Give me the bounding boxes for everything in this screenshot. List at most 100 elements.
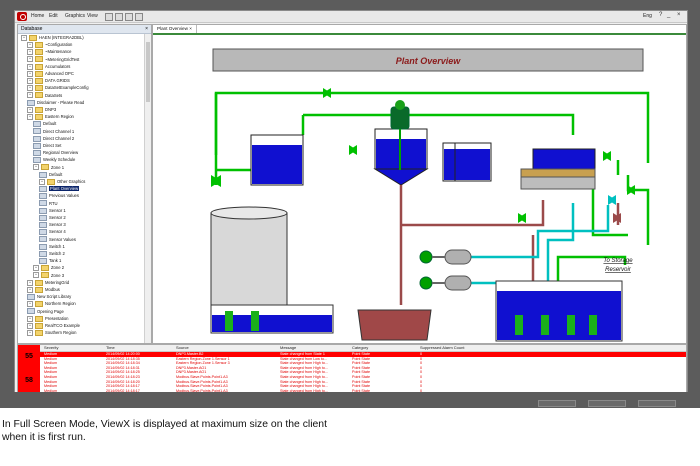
valve-2[interactable] xyxy=(323,88,331,98)
tree-item[interactable]: Default xyxy=(33,120,56,128)
tree-item[interactable]: +DATA GRIDS xyxy=(27,77,70,85)
valve-5[interactable] xyxy=(603,151,611,161)
tree-item[interactable]: +DataSets xyxy=(27,92,62,99)
panel-close-icon[interactable]: × xyxy=(145,26,148,32)
menu-view[interactable]: View xyxy=(87,13,98,19)
pump-2-icon[interactable] xyxy=(251,311,259,331)
expand-icon[interactable]: + xyxy=(27,322,33,329)
expand-icon[interactable]: + xyxy=(27,42,33,49)
app-logo-icon[interactable] xyxy=(17,12,27,21)
alarm-column-header[interactable]: Time xyxy=(106,345,115,350)
tab-plant-overview[interactable]: Plant Overview × xyxy=(153,25,197,33)
alarm-column-header[interactable]: Severity xyxy=(44,345,59,350)
pump-6-icon[interactable] xyxy=(589,315,597,335)
tree-item[interactable]: +~Configuration xyxy=(27,41,72,49)
tree-item[interactable]: Regional Overview xyxy=(33,149,78,157)
tree-item[interactable]: Switch 2 xyxy=(39,250,65,257)
home-icon[interactable] xyxy=(125,13,133,21)
tree-item[interactable]: New Script Library xyxy=(27,293,71,301)
tree-item[interactable]: +DNP3 xyxy=(27,106,56,113)
tree-item[interactable]: Switch 1 xyxy=(39,243,65,250)
tree-item[interactable]: +Advanced OPC xyxy=(27,70,74,77)
tree-item[interactable]: Tank 1 xyxy=(39,257,61,265)
tree-item[interactable]: +Accumulators xyxy=(27,63,70,70)
tree-item[interactable]: Disclaimer - Please Read xyxy=(27,99,84,106)
valve-4[interactable] xyxy=(518,213,526,223)
menu-graphics[interactable]: Graphics xyxy=(65,13,86,19)
tree-item[interactable]: +Eastern Region xyxy=(27,113,74,121)
tree-item[interactable]: Previous Values xyxy=(39,192,79,200)
expand-icon[interactable]: + xyxy=(27,279,33,286)
expand-icon[interactable]: + xyxy=(33,164,39,171)
tree-item[interactable]: Direct Set xyxy=(33,142,61,149)
tree-item[interactable]: +HAEN (INTEGRA2DBL) xyxy=(21,34,84,41)
menu-edit[interactable]: Edit xyxy=(49,13,58,19)
tree-item[interactable]: +DataSetExampleConfig xyxy=(27,84,89,92)
expand-icon[interactable]: + xyxy=(27,286,33,293)
alarm-column-header[interactable]: Category xyxy=(352,345,369,350)
expand-icon[interactable]: + xyxy=(21,34,27,41)
alarm-column-header[interactable]: Suppressed Alarm Count xyxy=(420,345,465,350)
valve-6[interactable] xyxy=(627,185,635,195)
tree-item[interactable]: +Northern Region xyxy=(27,300,76,308)
expand-icon[interactable]: + xyxy=(27,301,33,308)
expand-icon[interactable]: + xyxy=(39,178,45,185)
tree-scrollbar[interactable] xyxy=(144,34,151,343)
tree-item[interactable]: Direct Channel 1 xyxy=(33,128,74,135)
tab-close-icon[interactable]: × xyxy=(189,26,192,31)
expand-icon[interactable]: + xyxy=(27,49,33,56)
expand-icon[interactable]: + xyxy=(27,330,33,337)
tree-item[interactable]: +Zone 1 xyxy=(33,164,64,171)
valve-1[interactable] xyxy=(211,175,221,187)
tree-item[interactable]: Direct Channel 2 xyxy=(33,135,74,142)
tree-item[interactable]: RTU xyxy=(39,200,58,207)
tree-scrollbar-thumb[interactable] xyxy=(146,42,150,102)
expand-icon[interactable]: + xyxy=(27,63,33,70)
back-icon[interactable] xyxy=(105,13,113,21)
menu-home[interactable]: Home xyxy=(31,13,45,19)
tree-item[interactable]: +Zone 2 xyxy=(33,264,64,272)
tree-item[interactable]: +Modbus xyxy=(27,286,60,293)
tree-item[interactable]: Sensor Values xyxy=(39,236,76,243)
tree-item[interactable]: +Other Graphics xyxy=(39,178,85,185)
valve-8[interactable] xyxy=(608,195,616,205)
pump-1-icon[interactable] xyxy=(225,311,233,331)
valve-7[interactable] xyxy=(613,213,621,223)
tree-item[interactable]: Sensor 4 xyxy=(39,228,66,236)
expand-icon[interactable]: + xyxy=(27,56,33,63)
tree-item[interactable]: Sensor 3 xyxy=(39,221,66,229)
pump-3-icon[interactable] xyxy=(515,315,523,335)
alarm-column-header[interactable]: Message xyxy=(280,345,297,350)
expand-icon[interactable]: + xyxy=(33,265,39,272)
close-icon[interactable]: × xyxy=(677,12,681,18)
alarm-column-header[interactable]: Source xyxy=(176,345,189,350)
expand-icon[interactable]: + xyxy=(27,315,33,322)
expand-icon[interactable]: + xyxy=(27,85,33,92)
expand-icon[interactable]: + xyxy=(27,70,33,77)
pump-4-icon[interactable] xyxy=(541,315,549,335)
refresh-icon[interactable] xyxy=(135,13,143,21)
expand-icon[interactable]: + xyxy=(27,78,33,85)
tree-item[interactable]: Opening Page xyxy=(27,308,64,315)
tree-item[interactable]: Sensor 1 xyxy=(39,207,66,214)
minimize-icon[interactable]: _ xyxy=(667,12,671,18)
forward-icon[interactable] xyxy=(115,13,123,21)
tree-item[interactable]: +~MeteringGridTest xyxy=(27,56,79,63)
tree-item[interactable]: Default xyxy=(39,171,62,178)
blower-1[interactable] xyxy=(419,249,472,265)
pump-5-icon[interactable] xyxy=(567,315,575,335)
expand-icon[interactable]: + xyxy=(27,92,33,99)
blower-2[interactable] xyxy=(419,275,472,291)
tree-item[interactable]: +Zone 3 xyxy=(33,272,64,279)
tree-item[interactable]: +RealTCO Example xyxy=(27,322,80,329)
tree-item[interactable]: Weekly Schedule xyxy=(33,156,75,164)
